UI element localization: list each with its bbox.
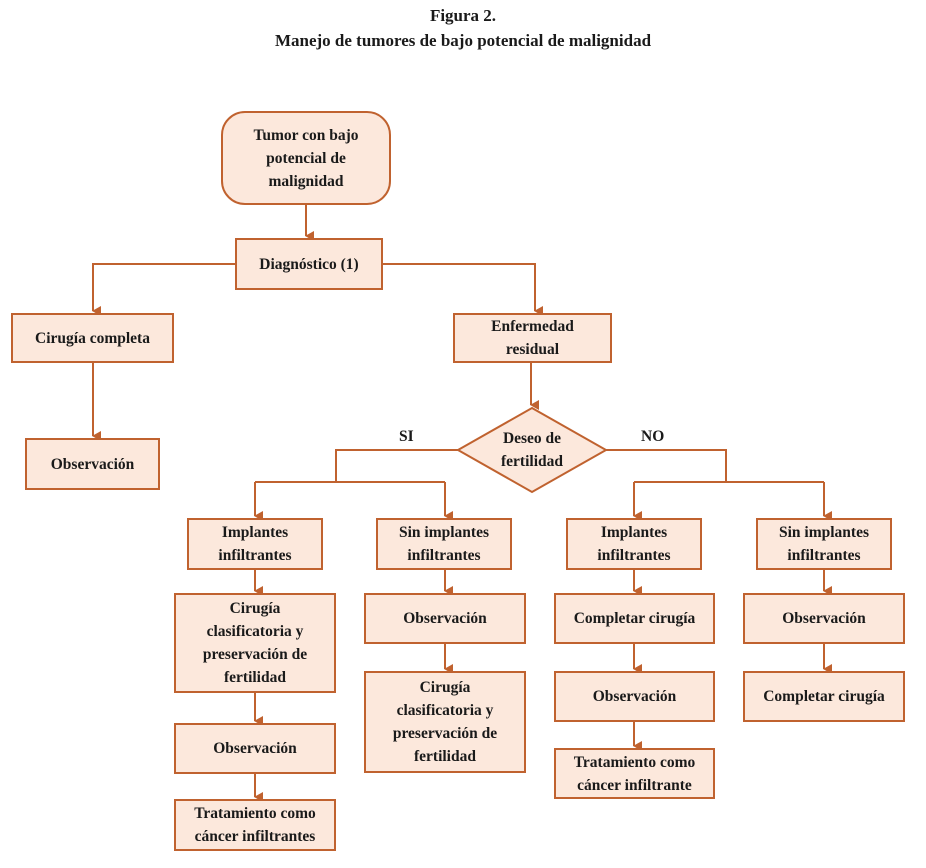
- branch-label-no: NO: [641, 428, 665, 445]
- node-si-implantes-label: Implantes infiltrantes: [218, 524, 292, 564]
- node-no-sin-implantes-label: Sin implantes infiltrantes: [778, 524, 869, 564]
- node-si-sin-observacion: Observación: [364, 593, 526, 644]
- edge-deseo-si: [335, 449, 458, 482]
- node-si-impl-cirugia: Cirugía clasificatoria y preservación de…: [174, 593, 336, 693]
- node-enfermedad-residual-label: Enfermedad residual: [491, 318, 574, 358]
- node-no-impl-tratamiento: Tratamiento como cáncer infiltrante: [554, 748, 715, 799]
- node-observacion-left-label: Observación: [50, 455, 135, 473]
- node-no-sin-completar: Completar cirugía: [743, 671, 905, 722]
- node-si-impl-tratamiento: Tratamiento como cáncer infiltrantes: [174, 799, 336, 851]
- node-no-impl-completar-label: Completar cirugía: [573, 610, 696, 627]
- node-no-impl-tratamiento-label: Tratamiento como cáncer infiltrante: [573, 753, 696, 794]
- node-si-impl-cirugia-label: Cirugía clasificatoria y preservación de…: [202, 600, 308, 686]
- branch-label-si: SI: [399, 428, 414, 445]
- node-si-sin-implantes-label: Sin implantes infiltrantes: [398, 524, 489, 564]
- figure-number: Figura 2.: [429, 6, 497, 25]
- edge-diagnostico-cirugia: [92, 263, 235, 316]
- node-no-impl-completar: Completar cirugía: [554, 593, 715, 644]
- node-si-sin-observacion-label: Observación: [403, 610, 487, 627]
- node-si-impl-observacion-label: Observación: [213, 740, 297, 757]
- node-no-sin-implantes: Sin implantes infiltrantes: [756, 518, 892, 570]
- node-diagnostico: Diagnóstico (1): [235, 238, 383, 290]
- node-no-impl-observacion: Observación: [554, 671, 715, 722]
- node-observacion-left: Observación: [25, 438, 160, 490]
- edge-diagnostico-enfermedad: [383, 263, 543, 316]
- figure-title: Manejo de tumores de bajo potencial de m…: [274, 31, 652, 50]
- decision-diamond-shape: [455, 406, 609, 494]
- edge-deseo-no: [606, 449, 727, 482]
- node-deseo-fertilidad: Deseo de fertilidad: [458, 408, 606, 492]
- node-diagnostico-label: Diagnóstico (1): [259, 255, 359, 273]
- node-si-impl-tratamiento-label: Tratamiento como cáncer infiltrantes: [194, 805, 316, 845]
- node-no-implantes-label: Implantes infiltrantes: [597, 524, 671, 564]
- node-no-sin-observacion: Observación: [743, 593, 905, 644]
- node-si-sin-cirugia: Cirugía clasificatoria y preservación de…: [364, 671, 526, 773]
- node-no-sin-completar-label: Completar cirugía: [763, 688, 885, 705]
- node-no-sin-observacion-label: Observación: [782, 610, 866, 627]
- node-cirugia-completa-label: Cirugía completa: [35, 329, 150, 347]
- node-cirugia-completa: Cirugía completa: [11, 313, 174, 363]
- node-si-implantes: Implantes infiltrantes: [187, 518, 323, 570]
- node-no-implantes: Implantes infiltrantes: [566, 518, 702, 570]
- node-si-impl-observacion: Observación: [174, 723, 336, 774]
- node-si-sin-cirugia-label: Cirugía clasificatoria y preservación de…: [392, 679, 498, 765]
- node-no-impl-observacion-label: Observación: [592, 688, 677, 705]
- node-root-tumor: Tumor con bajo potencial de malignidad: [221, 111, 391, 205]
- node-si-sin-implantes: Sin implantes infiltrantes: [376, 518, 512, 570]
- node-root-label: Tumor con bajo potencial de malignidad: [253, 126, 359, 190]
- node-deseo-fertilidad-label: Deseo de fertilidad: [501, 430, 563, 470]
- node-enfermedad-residual: Enfermedad residual: [453, 313, 612, 363]
